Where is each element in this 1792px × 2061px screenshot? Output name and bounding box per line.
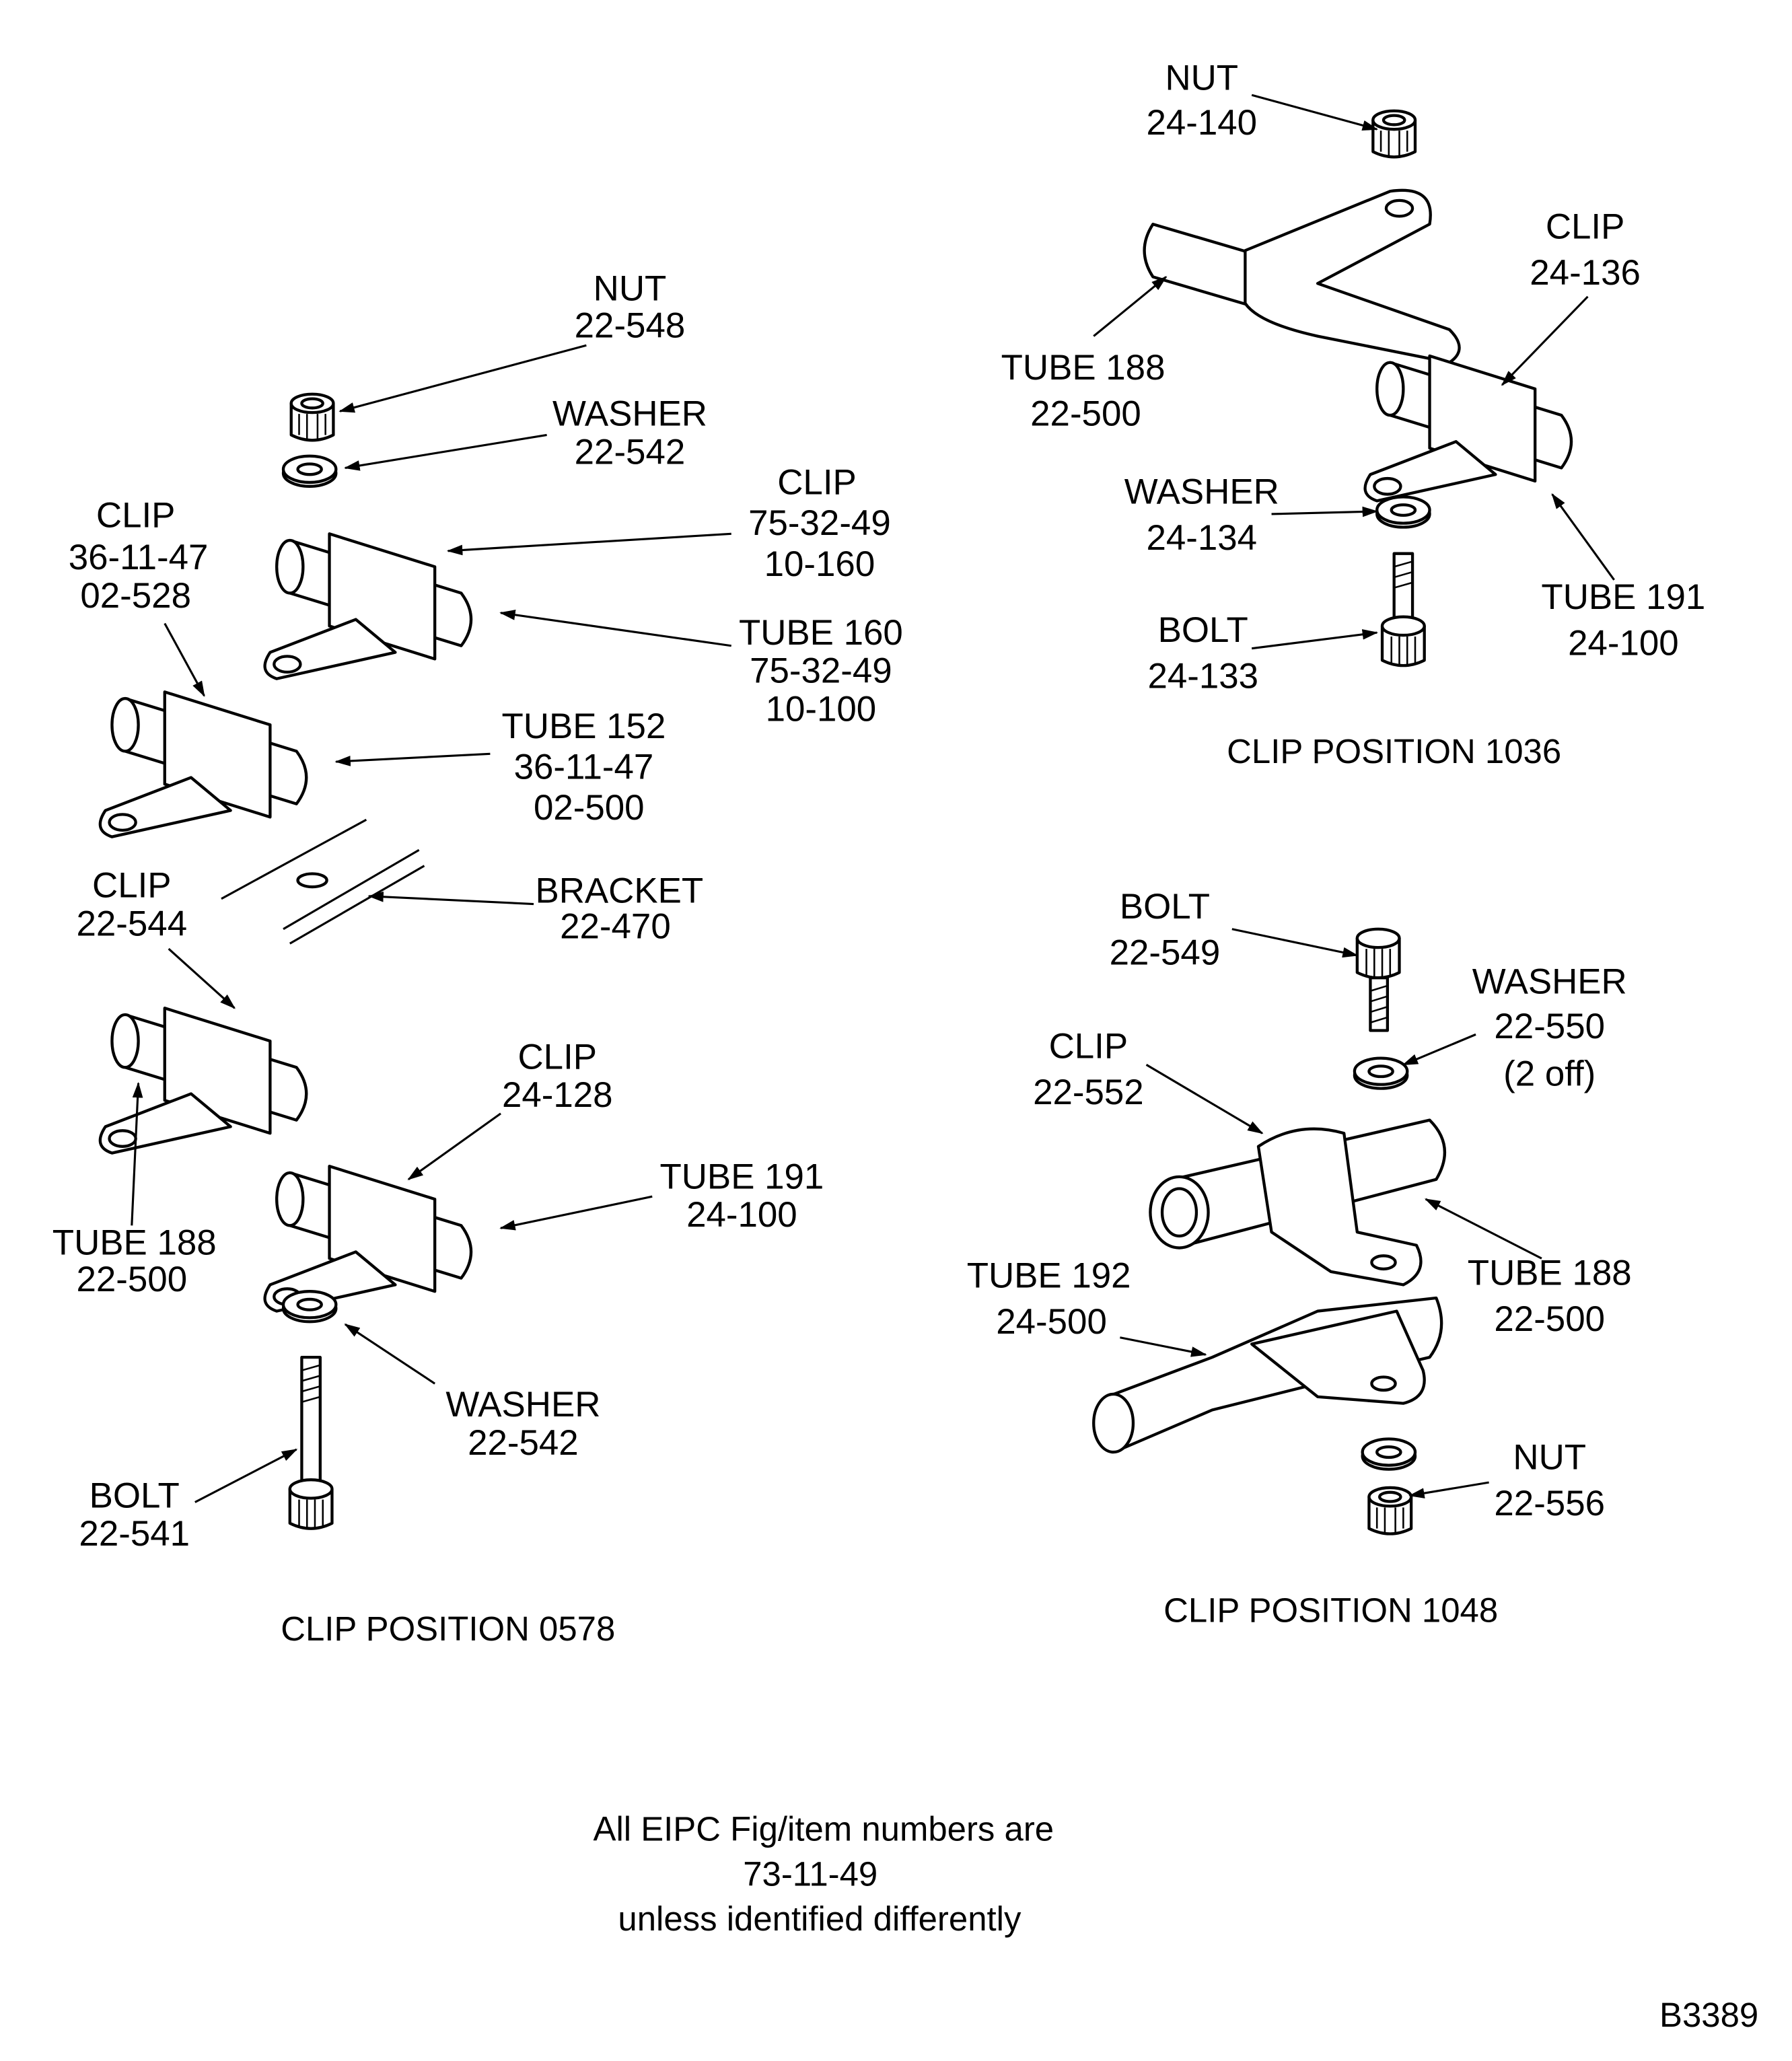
tube-192-part xyxy=(1092,1296,1443,1454)
label-washer-22-550: WASHER xyxy=(1472,962,1627,1002)
tube-188-clip-part xyxy=(1149,1118,1447,1287)
washer-bottom-part xyxy=(283,1291,336,1322)
label-tube-188-number: 22-500 xyxy=(77,1260,188,1299)
label-nut-22-548: NUT xyxy=(594,269,667,309)
label-clip-22-544: CLIP xyxy=(92,866,172,906)
label-tube-191-number: 24-100 xyxy=(1568,623,1679,663)
clip-24-136-part xyxy=(1365,356,1571,501)
bracket-part xyxy=(221,818,425,945)
washer-lower-part xyxy=(1363,1439,1415,1470)
eipc-note: All EIPC Fig/item numbers are 73-11-49 u… xyxy=(593,1810,1054,1938)
note-line-2: 73-11-49 xyxy=(743,1854,877,1893)
washer-part xyxy=(1355,1058,1407,1089)
label-tube-192-number: 24-500 xyxy=(996,1302,1107,1342)
label-bracket: BRACKET xyxy=(535,871,703,911)
bolt-part xyxy=(290,1355,332,1529)
label-bolt-22-549-number: 22-549 xyxy=(1110,933,1221,973)
label-clip-75-fig: 75-32-49 xyxy=(748,503,891,543)
nut-part xyxy=(1369,1488,1411,1534)
clip-position-1036: NUT 24-140 CLIP 24-136 TUBE 188 22-500 W… xyxy=(1001,58,1706,770)
label-nut-22-548-number: 22-548 xyxy=(575,306,686,346)
tube-188-clip-part xyxy=(1143,188,1461,364)
label-washer-22-542: WASHER xyxy=(552,394,707,434)
clip-position-0578: NUT 22-548 WASHER 22-542 CLIP 75-32-49 1… xyxy=(52,269,903,1648)
label-nut-24-140: NUT xyxy=(1165,58,1238,98)
label-tube-152: TUBE 152 xyxy=(502,707,666,746)
bolt-part xyxy=(1382,552,1425,665)
label-tube-152-item: 02-500 xyxy=(534,788,645,828)
label-washer-quantity: (2 off) xyxy=(1503,1054,1596,1094)
clip-24-128-part xyxy=(265,1166,471,1311)
label-washer-24-134: WASHER xyxy=(1124,472,1279,511)
label-clip-24-136-number: 24-136 xyxy=(1530,253,1641,293)
label-bolt-22-541: BOLT xyxy=(89,1476,180,1515)
label-bolt-24-133: BOLT xyxy=(1158,610,1248,650)
label-tube-192: TUBE 192 xyxy=(967,1256,1131,1295)
label-nut-22-556-number: 22-556 xyxy=(1494,1484,1605,1523)
label-tube-191: TUBE 191 xyxy=(659,1157,824,1196)
label-washer-bottom: WASHER xyxy=(445,1385,600,1424)
label-bolt-22-541-number: 22-541 xyxy=(79,1514,190,1554)
label-tube-160-fig: 75-32-49 xyxy=(750,651,892,691)
label-nut-22-556: NUT xyxy=(1513,1438,1586,1478)
label-clip-22-544-number: 22-544 xyxy=(77,904,188,944)
label-washer-bottom-number: 22-542 xyxy=(468,1423,579,1463)
label-tube-160-item: 10-100 xyxy=(766,689,877,729)
washer-part xyxy=(283,456,336,486)
label-clip-24-128-number: 24-128 xyxy=(502,1075,613,1115)
label-tube-188: TUBE 188 xyxy=(1468,1253,1632,1293)
label-clip-22-552: CLIP xyxy=(1049,1027,1128,1066)
figure-id: B3389 xyxy=(1659,1996,1758,2034)
clip-22-544-part xyxy=(100,1008,306,1153)
label-nut-24-140-number: 24-140 xyxy=(1146,103,1257,143)
label-clip-36-item: 02-528 xyxy=(80,576,191,616)
label-bracket-number: 22-470 xyxy=(560,906,671,946)
caption-clip-position-1048: CLIP POSITION 1048 xyxy=(1163,1591,1498,1630)
label-bolt-24-133-number: 24-133 xyxy=(1147,656,1258,696)
note-line-3: unless identified differently xyxy=(618,1900,1022,1938)
label-washer-24-134-number: 24-134 xyxy=(1146,518,1257,558)
label-tube-191: TUBE 191 xyxy=(1541,577,1705,617)
leader-lines xyxy=(1093,94,1615,650)
label-tube-152-fig: 36-11-47 xyxy=(514,748,654,787)
nut-part xyxy=(291,394,334,441)
label-tube-188-number: 22-500 xyxy=(1030,394,1141,434)
label-washer-22-550-number: 22-550 xyxy=(1494,1007,1605,1046)
label-tube-160: TUBE 160 xyxy=(739,613,903,653)
label-clip-75-item: 10-160 xyxy=(764,544,875,584)
nut-part xyxy=(1373,111,1415,157)
washer-part xyxy=(1377,497,1429,527)
label-tube-188: TUBE 188 xyxy=(1001,348,1166,388)
label-tube-188-number: 22-500 xyxy=(1494,1299,1605,1339)
leader-lines xyxy=(1120,928,1542,1498)
leader-lines xyxy=(131,344,731,1503)
bolt-part xyxy=(1357,929,1400,1032)
label-bolt-22-549: BOLT xyxy=(1120,887,1210,927)
caption-clip-position-1036: CLIP POSITION 1036 xyxy=(1227,732,1561,770)
label-washer-22-542-number: 22-542 xyxy=(575,433,686,472)
label-tube-188: TUBE 188 xyxy=(52,1223,217,1262)
clip-75-32-49-part xyxy=(265,534,471,678)
clip-position-1048: BOLT 22-549 WASHER 22-550 (2 off) CLIP 2… xyxy=(967,887,1632,1630)
label-clip-36-fig: 36-11-47 xyxy=(69,538,209,577)
label-tube-191-number: 24-100 xyxy=(686,1195,797,1235)
label-clip-22-552-number: 22-552 xyxy=(1033,1073,1144,1112)
caption-clip-position-0578: CLIP POSITION 0578 xyxy=(281,1610,615,1648)
note-line-1: All EIPC Fig/item numbers are xyxy=(593,1810,1054,1848)
label-clip-36: CLIP xyxy=(96,496,176,536)
label-clip-75: CLIP xyxy=(777,463,857,503)
label-clip-24-136: CLIP xyxy=(1546,207,1625,247)
label-clip-24-128: CLIP xyxy=(518,1037,598,1077)
clip-36-11-47-part xyxy=(100,692,306,836)
